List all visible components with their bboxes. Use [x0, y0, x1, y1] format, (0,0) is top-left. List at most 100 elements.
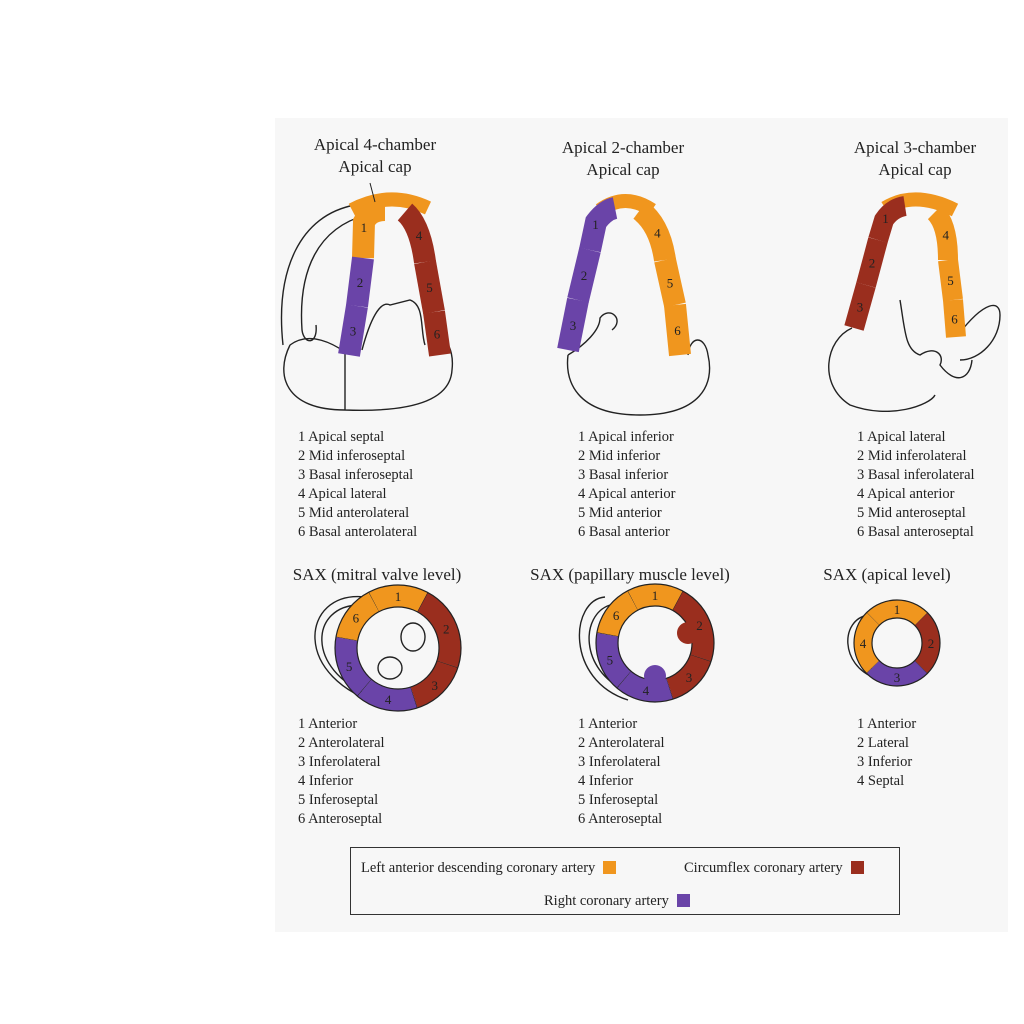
segment-number: 5: [426, 280, 433, 295]
legend: Left anterior descending coronary artery…: [350, 847, 900, 915]
ring-segment-5: [596, 632, 632, 689]
segment-list-item: 4 Apical anterior: [578, 486, 676, 502]
legend-swatch-rca: [676, 894, 690, 907]
segment-list-item: 1 Anterior: [857, 716, 917, 732]
segment-list-item: 3 Inferolateral: [298, 754, 381, 770]
segment-number: 1: [882, 211, 889, 226]
ring-segment-2: [914, 612, 940, 674]
atrium-outline: [566, 312, 711, 416]
segment-list-item: 6 Basal anterolateral: [298, 524, 418, 540]
segment-number: 5: [947, 273, 954, 288]
segment-list-item: 4 Inferior: [298, 773, 354, 789]
wall-segment-4: [397, 203, 436, 264]
ring-segment-3: [665, 653, 712, 700]
view-title: SAX (apical level): [823, 565, 950, 584]
wall-segment-4: [927, 204, 958, 261]
segment-number: 1: [894, 602, 901, 617]
segment-number: 2: [581, 268, 588, 283]
segment-list-item: 4 Apical anterior: [857, 486, 955, 502]
segment-list-item: 6 Anteroseptal: [578, 811, 663, 827]
wall-segment-6: [943, 299, 966, 338]
atrium-aorta-outline: [828, 299, 1001, 413]
segment-number: 2: [696, 618, 703, 633]
segment-list-item: 3 Inferior: [857, 754, 913, 770]
segment-list-item: 2 Mid inferoseptal: [298, 448, 406, 464]
segment-list-item: 5 Mid anterior: [578, 505, 662, 521]
ring-outer-border: [595, 583, 715, 703]
wall-segment-1: [579, 197, 618, 253]
segment-number: 4: [654, 225, 661, 240]
segment-list-item: 3 Basal inferoseptal: [298, 467, 414, 483]
wall-segment-5: [654, 257, 686, 308]
wall-segment-1: [352, 199, 386, 259]
papillary-muscle: [677, 622, 699, 644]
segment-list-item: 5 Inferoseptal: [298, 792, 379, 808]
legend-item-cx: Circumflex coronary artery: [684, 860, 864, 877]
legend-swatch-cx: [850, 861, 864, 874]
legend-swatch-lad: [603, 861, 617, 874]
view-title: Apical 2-chamber: [562, 138, 685, 157]
segment-list-item: 2 Mid inferior: [578, 448, 661, 464]
segment-number: 2: [869, 256, 876, 271]
segment-number: 4: [643, 683, 650, 698]
segment-number: 1: [395, 589, 402, 604]
legend-label: Left anterior descending coronary artery: [361, 860, 596, 876]
apical-cap-pointer: [369, 182, 376, 203]
segment-number: 4: [943, 228, 950, 243]
segment-list-item: 4 Septal: [857, 773, 905, 789]
segment-list-item: 5 Mid anterolateral: [298, 505, 410, 521]
wall-segment-1: [868, 196, 908, 243]
segment-list-item: 5 Mid anteroseptal: [857, 505, 966, 521]
segment-number: 3: [570, 318, 577, 333]
view-title: Apical 3-chamber: [854, 138, 977, 157]
wall-segment-2: [567, 247, 601, 303]
segment-list-item: 2 Anterolateral: [298, 735, 385, 751]
segment-list-item: 1 Apical inferior: [578, 429, 674, 445]
segment-list-item: 1 Apical septal: [298, 429, 385, 445]
segment-list-item: 6 Anteroseptal: [298, 811, 383, 827]
ring-segment-5: [335, 637, 373, 697]
segment-list-item: 2 Mid inferolateral: [857, 448, 967, 464]
wall-segment-5: [938, 258, 963, 302]
ring-segment-1: [368, 585, 428, 613]
segment-number: 1: [652, 588, 659, 603]
ring-segment-4: [617, 670, 674, 702]
segment-list-item: 3 Basal inferolateral: [857, 467, 975, 483]
apical-cap-segment: [348, 192, 431, 217]
segment-number: 4: [385, 692, 392, 707]
wall-segment-6: [423, 310, 451, 357]
ring-inner-border: [356, 606, 440, 690]
view-title: Apical 4-chamber: [314, 135, 437, 154]
ring-segment-2: [671, 590, 714, 662]
a4c-segment-list: 1 Apical septal 2 Mid inferoseptal 3 Basal…: [298, 428, 417, 542]
ring-segment-2: [416, 592, 461, 668]
papillary-muscle-outline: [377, 656, 403, 680]
papillary-muscle: [644, 665, 666, 687]
segment-number: 4: [860, 636, 867, 651]
segment-number: 3: [432, 678, 439, 693]
ring-segment-3: [410, 660, 458, 708]
wall-segment-5: [414, 260, 445, 314]
heart-outlines: [280, 204, 1001, 706]
ring-outer-border: [853, 599, 941, 687]
segment-number: 2: [357, 275, 364, 290]
segment-number: 6: [613, 608, 620, 623]
legend-label: Right coronary artery: [544, 893, 669, 909]
segment-list-item: 4 Inferior: [578, 773, 634, 789]
right-ventricle-outline: [280, 204, 367, 346]
segment-number: 2: [443, 622, 450, 637]
ring-inner-border: [871, 617, 923, 669]
segment-number: 3: [350, 324, 357, 339]
segment-number: 1: [361, 220, 368, 235]
segment-list-item: 3 Inferolateral: [578, 754, 661, 770]
legend-item-rca: Right coronary artery: [544, 893, 690, 910]
wall-segment-2: [346, 256, 374, 308]
segment-number: 3: [686, 670, 693, 685]
segment-list-item: 6 Basal anterior: [578, 524, 670, 540]
